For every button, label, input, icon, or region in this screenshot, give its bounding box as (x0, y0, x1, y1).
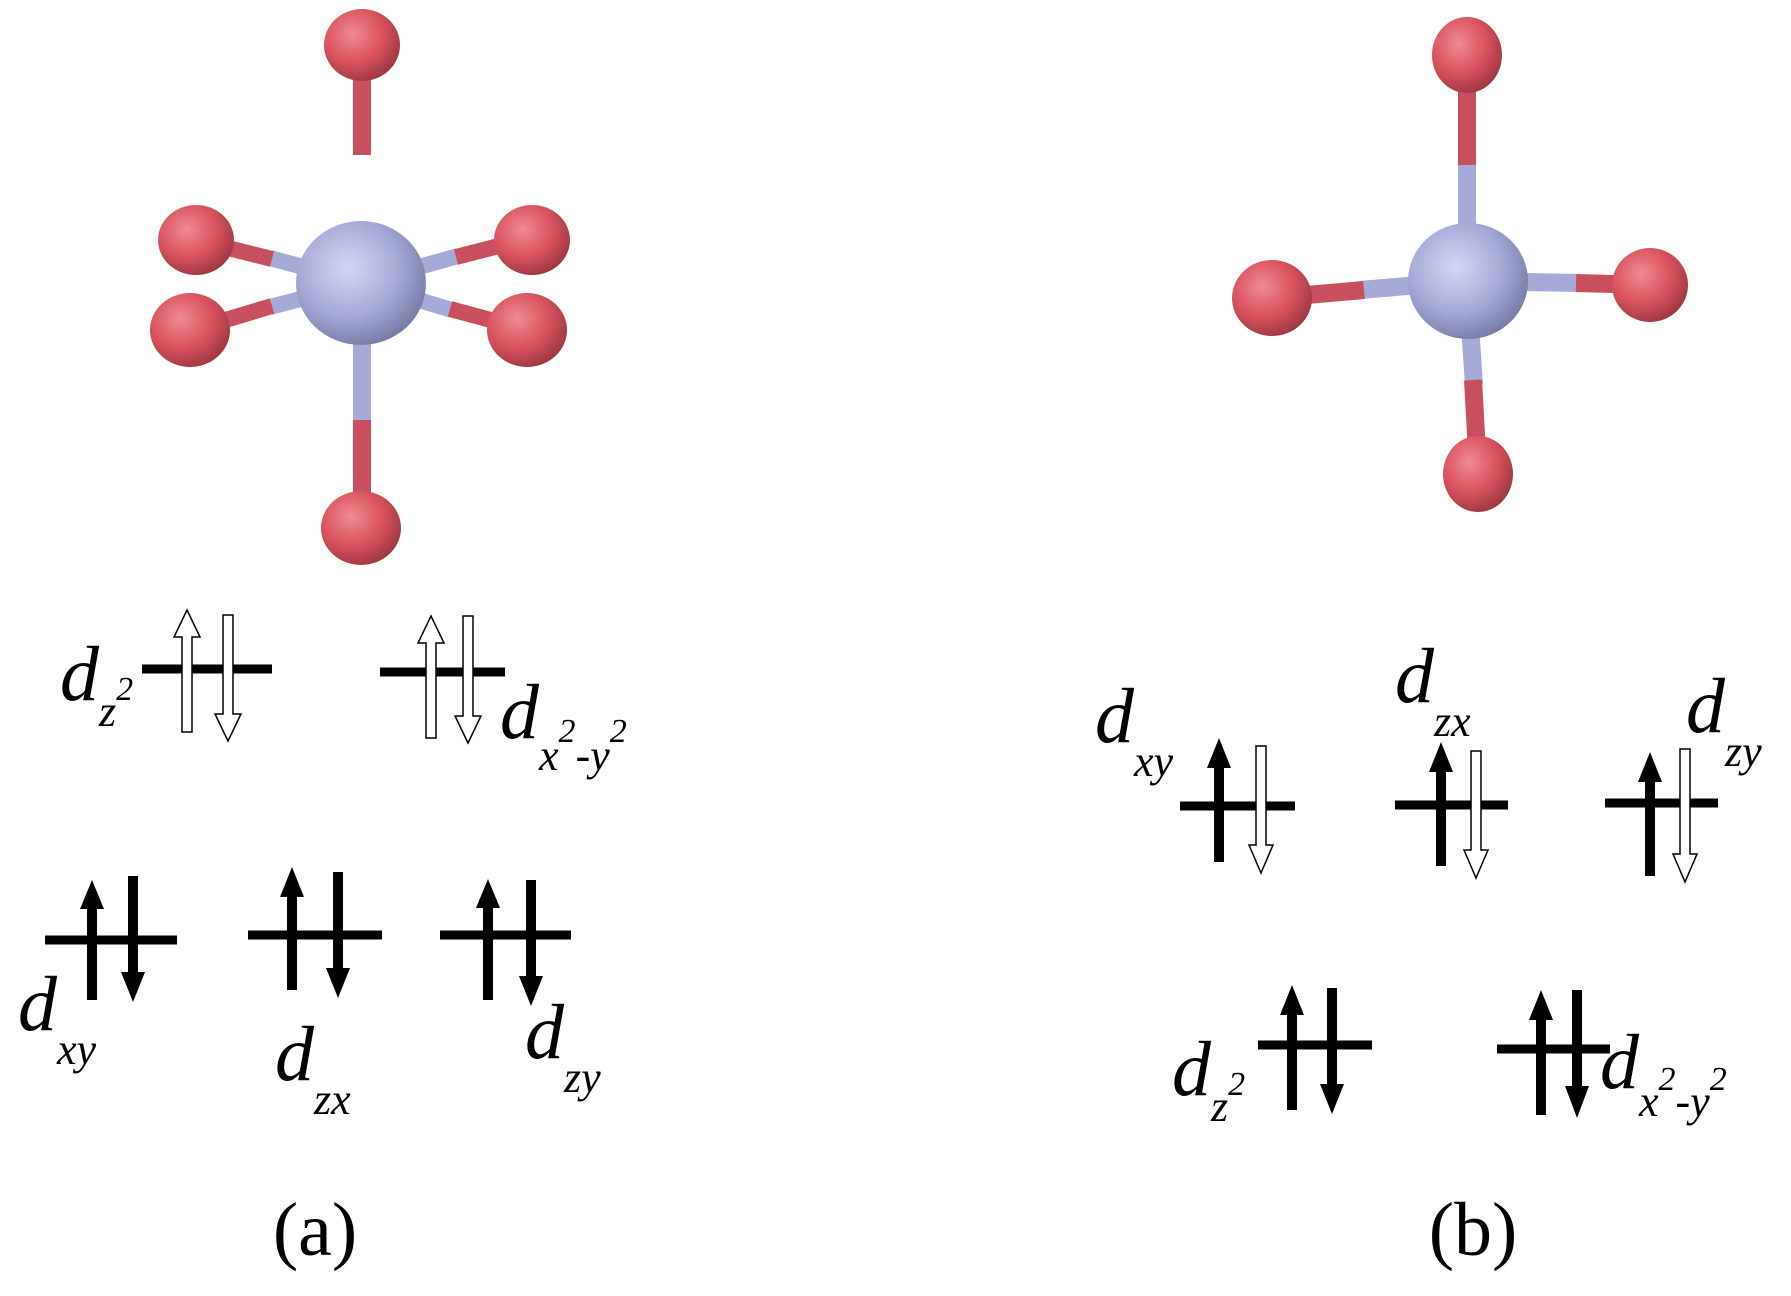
orbital-label-dx2-y2: dx2-y2 (1600, 1018, 1727, 1126)
orbital-label-dzy: dzy (525, 988, 601, 1102)
level-b-dzy: dzy (1605, 662, 1762, 884)
orbital-label-dxy: dxy (18, 960, 97, 1074)
central-atom (1408, 223, 1528, 339)
octahedral-molecule (150, 9, 570, 565)
spin-down-filled-arrow (1320, 988, 1344, 1114)
spin-up-filled-arrow (1638, 752, 1662, 876)
spin-up-filled-arrow (280, 867, 304, 990)
spin-up-open-arrow (172, 608, 202, 733)
ligand-atom (487, 293, 567, 367)
level-b-dzx: dzx (1395, 632, 1508, 880)
spin-up-filled-arrow (1429, 742, 1453, 866)
spin-up-filled-arrow (1207, 738, 1231, 862)
level-a-dx2y2: dx2-y2 (380, 614, 627, 780)
spin-up-filled-arrow (1529, 990, 1553, 1115)
ligand-atom (1612, 248, 1688, 322)
orbital-label-dxy: dxy (1095, 672, 1174, 786)
ligand-atom (158, 205, 234, 275)
spin-up-filled-arrow (1280, 985, 1304, 1110)
ligand-atom (1232, 260, 1312, 336)
orbital-label-dz2: dz2 (60, 630, 133, 736)
ligand-atom (1432, 17, 1502, 93)
ligand-atom (324, 9, 400, 81)
spin-up-filled-arrow (80, 880, 104, 1000)
ligand-atom (1443, 436, 1513, 512)
orbital-label-dzx: dzx (1395, 632, 1471, 746)
orbital-label-dzx: dzx (275, 1010, 351, 1124)
spin-up-filled-arrow (476, 879, 500, 1000)
orbital-label-dx2-y2: dx2-y2 (500, 668, 627, 780)
spin-down-open-arrow (1462, 750, 1490, 880)
orbital-label-dz2: dz2 (1172, 1025, 1245, 1131)
level-b-dxy: dxy (1095, 672, 1295, 875)
spin-down-filled-arrow (1565, 990, 1589, 1118)
ligand-atom (494, 205, 570, 275)
level-a-dxy: dxy (18, 876, 177, 1074)
spin-down-filled-arrow (326, 872, 350, 998)
spin-down-open-arrow (213, 614, 243, 743)
level-a-dz2: dz2 (60, 608, 272, 743)
tetrahedral-molecule (1232, 17, 1688, 512)
spin-down-filled-arrow (519, 880, 543, 1006)
caption-a: (a) (273, 1188, 357, 1272)
ligand-atom (150, 293, 230, 367)
central-atom (296, 221, 426, 345)
level-a-dzx: dzx (248, 867, 382, 1124)
orbital-label-dzy: dzy (1686, 662, 1762, 776)
level-b-dz2: dz2 (1172, 985, 1372, 1131)
ligand-atom (321, 491, 401, 565)
spin-down-open-arrow (453, 615, 483, 745)
caption-b: (b) (1429, 1188, 1518, 1272)
spin-down-open-arrow (1671, 748, 1699, 884)
level-b-dx2y2: dx2-y2 (1497, 990, 1727, 1126)
spin-down-filled-arrow (121, 876, 145, 1002)
level-a-dzy: dzy (440, 879, 601, 1102)
spin-up-open-arrow (416, 614, 446, 739)
spin-down-open-arrow (1247, 745, 1275, 875)
